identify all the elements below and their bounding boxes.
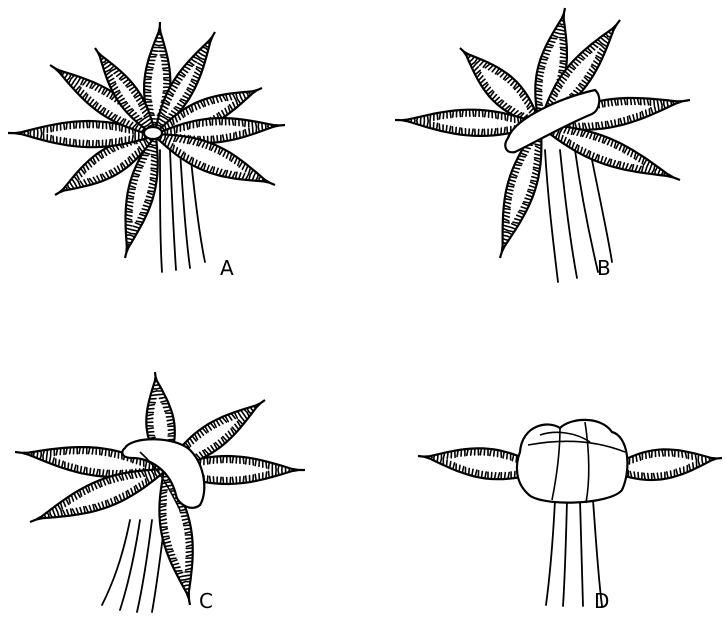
finished-button-knot — [517, 420, 628, 503]
panel-d — [418, 420, 722, 606]
strand — [160, 150, 162, 272]
center-knot — [144, 127, 162, 139]
strand — [560, 150, 577, 278]
panel-label-a: A — [220, 256, 234, 280]
panel-a — [8, 22, 285, 272]
strand — [546, 500, 555, 605]
panel-c — [15, 372, 305, 612]
panel-label-d: D — [594, 589, 609, 613]
hanging-strands — [102, 520, 165, 612]
strand — [590, 150, 612, 262]
strand — [120, 520, 140, 610]
strand — [180, 150, 190, 268]
panel-label-b: B — [597, 256, 611, 280]
strand — [563, 500, 567, 606]
strand — [580, 500, 583, 606]
panel-b — [395, 8, 690, 282]
strand — [170, 150, 176, 270]
panel-label-c: C — [199, 589, 213, 613]
strand — [137, 520, 152, 612]
strand — [545, 150, 558, 282]
